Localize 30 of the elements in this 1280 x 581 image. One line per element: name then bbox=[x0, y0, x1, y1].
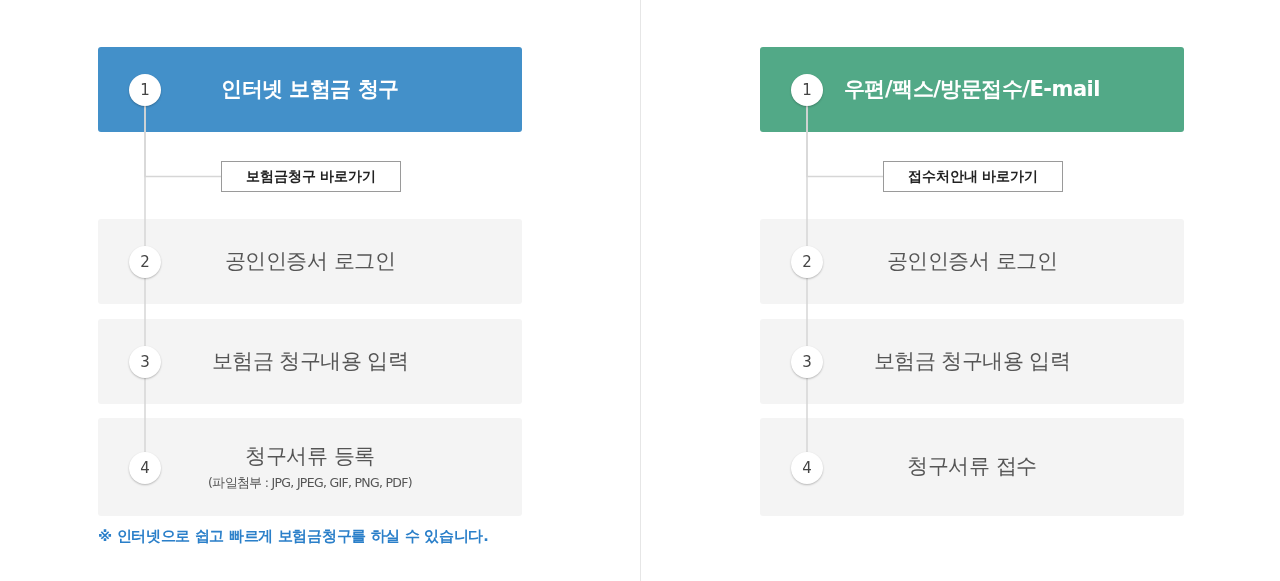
step-number: 4 bbox=[129, 452, 161, 484]
connector-line bbox=[144, 105, 222, 178]
step-title: 인터넷 보험금 청구 bbox=[221, 76, 399, 103]
step-number: 4 bbox=[791, 452, 823, 484]
connector-line bbox=[806, 105, 884, 178]
step-title: 보험금 청구내용 입력 bbox=[873, 348, 1071, 375]
step-number: 1 bbox=[129, 74, 161, 106]
step-card bbox=[760, 219, 1184, 304]
step-card bbox=[98, 219, 522, 304]
step-title: 보험금 청구내용 입력 bbox=[211, 348, 409, 375]
step-card bbox=[760, 47, 1184, 132]
step-card bbox=[98, 319, 522, 404]
step-number: 2 bbox=[129, 246, 161, 278]
step-number: 2 bbox=[791, 246, 823, 278]
step-card bbox=[98, 418, 522, 516]
step-number: 3 bbox=[129, 346, 161, 378]
step-number: 3 bbox=[791, 346, 823, 378]
notice-text: ※ 인터넷으로 쉽고 빠르게 보험금청구를 하실 수 있습니다. bbox=[98, 527, 489, 546]
step-card bbox=[760, 319, 1184, 404]
step-title: 청구서류 접수 bbox=[907, 454, 1037, 480]
step-title: 공인인증서 로그인 bbox=[886, 248, 1058, 275]
step-number: 1 bbox=[791, 74, 823, 106]
step-card bbox=[98, 47, 522, 132]
step-note: (파일첨부 : JPG, JPEG, GIF, PNG, PDF) bbox=[208, 475, 412, 491]
step-title: 청구서류 등록 bbox=[245, 443, 375, 470]
step-title: 공인인증서 로그인 bbox=[224, 248, 396, 275]
step-title: 우편/팩스/방문접수/E-mail bbox=[844, 76, 1100, 103]
shortcut-button: 보험금청구 바로가기 bbox=[221, 161, 401, 192]
step-card bbox=[760, 418, 1184, 516]
shortcut-button: 접수처안내 바로가기 bbox=[883, 161, 1063, 192]
